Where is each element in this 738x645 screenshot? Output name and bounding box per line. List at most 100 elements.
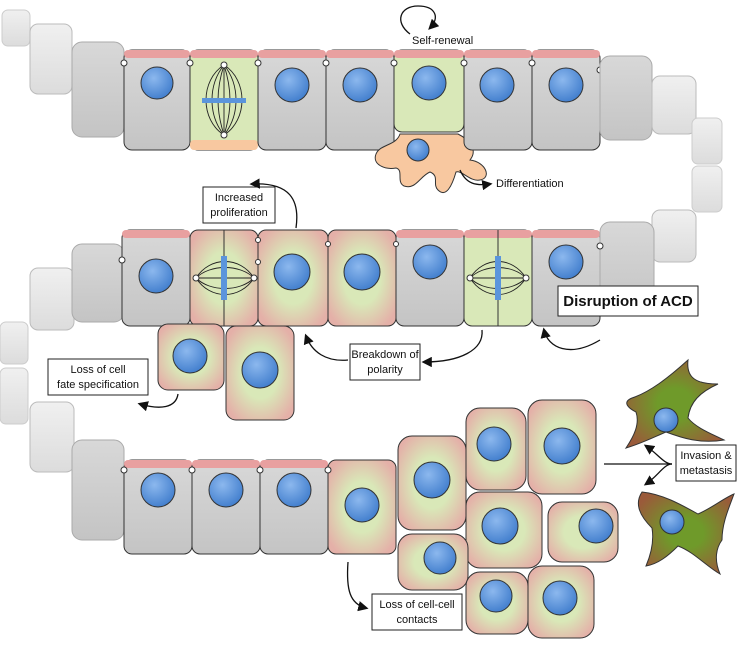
cell	[651, 209, 697, 263]
nucleus	[653, 407, 679, 433]
cell	[463, 49, 533, 151]
nucleus	[479, 579, 513, 613]
differentiation-label: Differentiation	[496, 178, 564, 190]
tumor-cell	[527, 399, 597, 495]
increased-proliferation-box	[202, 186, 276, 224]
cell	[259, 459, 329, 555]
nucleus	[138, 258, 174, 294]
cell	[0, 367, 29, 425]
nucleus	[241, 351, 279, 389]
dividing-cell	[189, 49, 259, 151]
breakdown-arrow-left	[303, 333, 349, 361]
cell	[531, 49, 601, 151]
loss-fate-line1: Loss of cell	[70, 364, 125, 376]
loss-contacts-box	[371, 593, 463, 631]
loss-fate-line2: fate specification	[57, 379, 139, 391]
cell	[123, 459, 193, 555]
cell-junctions	[120, 466, 332, 474]
cell-junctions	[118, 237, 604, 265]
cell	[0, 321, 29, 365]
nucleus	[406, 138, 430, 162]
row-1-normal-epithelium: Self-renewal Differentiation	[1, 5, 723, 263]
nucleus	[411, 65, 447, 101]
symmetric-dividing-cell	[463, 229, 533, 327]
loss-fate-box	[47, 358, 149, 396]
nucleus	[543, 427, 581, 465]
tumor-cell	[465, 491, 543, 569]
cell	[257, 49, 327, 151]
cell	[395, 229, 465, 327]
invasion-arrow-up	[643, 444, 673, 465]
tumor-cell	[397, 533, 469, 591]
nucleus	[476, 426, 512, 462]
tumor-cell	[327, 459, 397, 555]
cell	[325, 49, 395, 151]
nucleus	[342, 67, 378, 103]
cell	[257, 229, 329, 327]
nucleus	[140, 66, 174, 100]
nucleus	[413, 461, 451, 499]
nucleus	[423, 541, 457, 575]
differentiating-cell	[374, 133, 487, 194]
symmetric-dividing-cell	[189, 229, 259, 327]
cell	[29, 267, 75, 331]
detached-cell	[157, 323, 225, 391]
tumor-cell	[547, 501, 619, 563]
invasion-line2: metastasis	[680, 465, 733, 477]
disruption-box	[557, 285, 699, 317]
nucleus	[578, 508, 614, 544]
nucleus	[481, 507, 519, 545]
disruption-arrow	[540, 327, 601, 351]
breakdown-arrow-right	[421, 329, 483, 368]
nucleus	[542, 580, 578, 616]
nucleus	[479, 67, 515, 103]
nucleus	[273, 253, 311, 291]
breakdown-box	[349, 343, 421, 381]
self-renewal-arrow	[400, 5, 440, 35]
nucleus	[172, 338, 208, 374]
cell	[691, 117, 723, 165]
nucleus	[659, 509, 685, 535]
detached-cell	[225, 325, 295, 421]
nucleus	[276, 472, 312, 508]
nucleus	[548, 67, 584, 103]
cell	[71, 41, 125, 138]
cell	[71, 439, 125, 541]
nucleus	[208, 472, 244, 508]
cell	[121, 229, 191, 327]
row-2-disrupted-acd: Increased proliferation Disruption of AC…	[0, 178, 699, 421]
cell	[29, 23, 73, 95]
metastatic-cell-upper	[624, 358, 726, 449]
row-3-tumor: Invasion & metastasis Loss of cell-cell …	[0, 358, 737, 639]
disruption-label: Disruption of ACD	[563, 293, 693, 310]
self-renewal-label: Self-renewal	[412, 35, 473, 47]
proliferation-arrow	[249, 178, 298, 229]
cell	[599, 55, 653, 141]
loss-contacts-arrow	[346, 561, 369, 612]
invasion-arrow-down	[643, 463, 673, 486]
loss-fate-arrow	[137, 393, 179, 412]
cell	[327, 229, 397, 327]
increased-line1: Increased	[215, 192, 263, 204]
cell	[1, 9, 31, 47]
nucleus	[412, 244, 448, 280]
loss-contacts-line2: contacts	[397, 614, 438, 626]
cell	[191, 459, 261, 555]
nucleus	[140, 472, 176, 508]
nucleus	[344, 487, 380, 523]
breakdown-line2: polarity	[367, 364, 403, 376]
cell	[651, 75, 697, 135]
cell	[71, 243, 125, 323]
differentiation-arrow	[459, 169, 493, 191]
nucleus	[548, 244, 584, 280]
tumor-cell	[465, 407, 527, 491]
stem-cell	[393, 49, 465, 133]
tumor-cell	[397, 435, 467, 531]
nucleus	[343, 253, 381, 291]
metastatic-cell-lower	[637, 491, 735, 576]
invasion-box	[675, 444, 737, 482]
nucleus	[274, 67, 310, 103]
increased-line2: proliferation	[210, 207, 267, 219]
cell	[691, 165, 723, 213]
invasion-line1: Invasion &	[680, 450, 732, 462]
